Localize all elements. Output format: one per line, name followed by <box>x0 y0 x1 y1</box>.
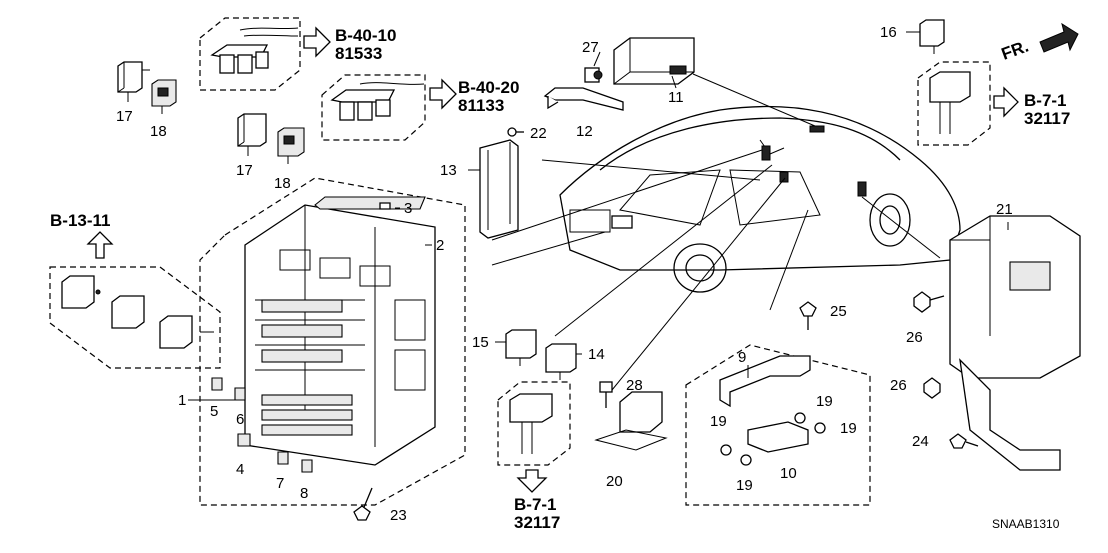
callout-9: 9 <box>738 349 746 366</box>
nut-26-a <box>913 291 945 313</box>
callout-2: 2 <box>436 237 444 254</box>
callout-18-mid: 18 <box>274 175 291 192</box>
module-13 <box>479 139 519 239</box>
callout-27: 27 <box>582 39 599 56</box>
callout-21: 21 <box>996 201 1013 218</box>
ref-b71-bottom: B-7-1 <box>514 495 557 514</box>
diagram-code: SNAAB1310 <box>992 517 1060 531</box>
callout-24: 24 <box>912 433 929 450</box>
relay-18-top <box>151 79 177 114</box>
front-direction <box>1039 22 1079 53</box>
callout-16: 16 <box>880 24 897 41</box>
callout-25: 25 <box>830 303 847 320</box>
relay-group-b1311 <box>49 231 221 369</box>
part-32117-top: 32117 <box>1024 109 1070 128</box>
connector-32117-bottom <box>497 381 571 493</box>
leader-lines <box>491 73 941 391</box>
arrow-down-icon <box>516 469 548 493</box>
control-unit-11 <box>613 37 695 85</box>
callout-14: 14 <box>588 346 605 363</box>
callout-22: 22 <box>530 125 547 142</box>
ref-b4010: B-40-10 <box>335 26 396 45</box>
callout-6: 6 <box>236 411 244 428</box>
callout-19-a: 19 <box>816 393 833 410</box>
callout-leaders <box>188 31 1009 401</box>
connector-32117-top <box>917 61 1019 146</box>
callout-12: 12 <box>576 123 593 140</box>
callout-23: 23 <box>390 507 407 524</box>
callout-13: 13 <box>440 162 457 179</box>
fuse-box-assembly <box>199 177 466 506</box>
nut-26-b <box>923 377 941 399</box>
callout-1: 1 <box>178 392 186 409</box>
callout-19-c: 19 <box>710 413 727 430</box>
callout-19-b: 19 <box>840 420 857 437</box>
relay-18-mid <box>277 127 305 164</box>
connector-81533-group <box>199 17 331 91</box>
callout-3: 3 <box>404 200 412 217</box>
part-32117-bottom: 32117 <box>514 513 560 532</box>
callout-26-a: 26 <box>906 329 923 346</box>
callout-10: 10 <box>780 465 797 482</box>
callout-18-top: 18 <box>150 123 167 140</box>
relay-17-top <box>117 61 150 102</box>
ref-b4020: B-40-20 <box>458 78 519 97</box>
fuse-box-cover <box>314 196 426 210</box>
relay-17-mid <box>237 113 267 156</box>
arrow-right-icon <box>993 86 1019 118</box>
callout-19-d: 19 <box>736 477 753 494</box>
bolt-24 <box>949 433 979 449</box>
module-21 <box>949 215 1081 471</box>
callout-5: 5 <box>210 403 218 420</box>
sensor-20 <box>594 391 668 451</box>
callout-11: 11 <box>668 89 684 106</box>
bolt-28 <box>599 381 613 408</box>
front-arrow-icon <box>1039 22 1079 53</box>
front-label: FR. <box>999 37 1031 64</box>
bracket-12 <box>543 87 624 111</box>
ref-b1311: B-13-11 <box>50 211 110 230</box>
ref-b71-top: B-7-1 <box>1024 91 1067 110</box>
bolt-25 <box>799 301 817 330</box>
car-body <box>559 105 961 293</box>
relay-15 <box>505 329 537 366</box>
callout-15: 15 <box>472 334 489 351</box>
connector-81133-group <box>321 74 457 141</box>
sensor-27 <box>584 67 603 83</box>
callout-8: 8 <box>300 485 308 502</box>
callout-4: 4 <box>236 461 244 478</box>
module-group-9 <box>685 344 871 506</box>
arrow-up-icon <box>86 231 114 259</box>
callout-20: 20 <box>606 473 623 490</box>
fuse-rows <box>261 299 353 436</box>
arrow-right-icon <box>303 26 331 58</box>
part-81533: 81533 <box>335 44 382 63</box>
relay-16 <box>919 19 945 54</box>
part-81133: 81133 <box>458 96 504 115</box>
screw-22 <box>507 127 524 137</box>
callout-7: 7 <box>276 475 284 492</box>
callout-17-top: 17 <box>116 108 133 125</box>
relay-14 <box>545 343 577 380</box>
callout-17-mid: 17 <box>236 162 253 179</box>
callout-26-b: 26 <box>890 377 907 394</box>
callout-28: 28 <box>626 377 643 394</box>
arrow-right-icon <box>429 78 457 110</box>
